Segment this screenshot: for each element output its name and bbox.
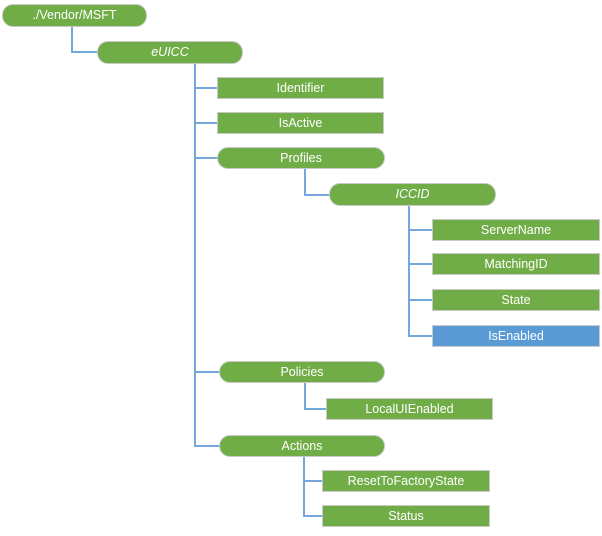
connector-stub-identifier [194,87,217,89]
connector-stub-actions [194,445,219,447]
connector-stub-isactive [194,122,217,124]
node-euicc: eUICC [97,41,243,64]
connector-actions-trunk [303,457,305,517]
node-policies: Policies [219,361,385,383]
connector-vendor-drop [71,27,73,53]
connector-euicc-trunk [194,64,196,447]
node-isenabled: IsEnabled [432,325,600,347]
connector-vendor-to-euicc [71,51,98,53]
connector-profiles-drop [304,169,306,196]
connector-stub-state [408,299,432,301]
connector-iccid-trunk [408,206,410,337]
connector-profiles-to-iccid [304,194,329,196]
connector-stub-servername [408,229,432,231]
node-identifier: Identifier [217,77,384,99]
connector-stub-isenabled [408,335,432,337]
node-profiles: Profiles [217,147,385,169]
connector-stub-matchingid [408,263,432,265]
connector-stub-status [303,515,322,517]
connector-stub-policies [194,371,219,373]
node-localuienabled: LocalUIEnabled [326,398,493,420]
node-actions: Actions [219,435,385,457]
connector-stub-profiles [194,157,217,159]
node-resettofactorystate: ResetToFactoryState [322,470,490,492]
node-status: Status [322,505,490,527]
connector-policies-to-local [304,408,326,410]
node-vendor-msft: ./Vendor/MSFT [2,4,147,27]
node-servername: ServerName [432,219,600,241]
node-iccid: ICCID [329,183,496,206]
connector-policies-drop [304,383,306,410]
node-isactive: IsActive [217,112,384,134]
node-matchingid: MatchingID [432,253,600,275]
node-state: State [432,289,600,311]
connector-stub-resettofactory [303,480,322,482]
